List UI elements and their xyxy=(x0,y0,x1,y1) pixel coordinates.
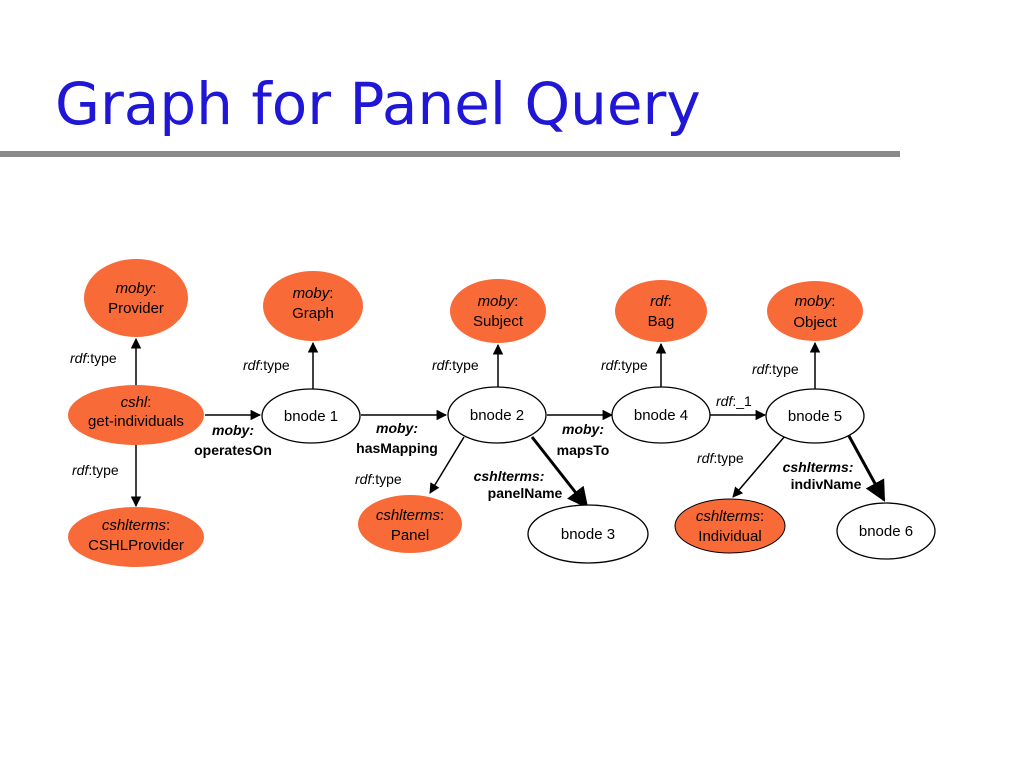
node-bnode-1: bnode 1 xyxy=(261,388,361,444)
node-label: Graph xyxy=(292,305,334,322)
node-rdf-bag: rdf: Bag xyxy=(615,280,707,342)
node-label: Subject xyxy=(473,313,524,330)
node-label: bnode 6 xyxy=(859,523,913,540)
node-label: Individual xyxy=(698,528,761,545)
node-label: bnode 4 xyxy=(634,407,688,424)
label-panelname-prefix: cshlterms: xyxy=(474,468,545,484)
node-label: bnode 2 xyxy=(470,407,524,424)
label-operateson-name: operatesOn xyxy=(194,442,272,458)
node-moby-subject: moby: Subject xyxy=(450,279,546,343)
node-prefix: cshl xyxy=(121,394,148,411)
node-label: bnode 3 xyxy=(561,526,615,543)
svg-text:moby:: moby: xyxy=(293,285,334,302)
node-bnode-4: bnode 4 xyxy=(611,386,711,444)
label-rdf-type-subject: rdf:type xyxy=(432,357,479,373)
label-hasmapping-prefix: moby: xyxy=(376,420,418,436)
edges xyxy=(130,337,886,509)
label-rdf-type-bag: rdf:type xyxy=(601,357,648,373)
edge-bnode2-panel xyxy=(429,436,465,494)
label-panelname-name: panelName xyxy=(488,485,563,501)
node-prefix: rdf xyxy=(650,293,669,310)
node-label: get-individuals xyxy=(88,413,184,430)
node-moby-object: moby: Object xyxy=(767,281,863,341)
node-prefix: cshlterms xyxy=(696,508,761,525)
label-indivname-prefix: cshlterms: xyxy=(783,459,854,475)
edge-bnode2-bnode3 xyxy=(530,436,589,509)
node-bnode-5: bnode 5 xyxy=(765,388,865,444)
node-label: Bag xyxy=(648,313,675,330)
svg-text:moby:: moby: xyxy=(478,293,519,310)
label-mapsto-prefix: moby: xyxy=(562,421,604,437)
label-rdf-type-object: rdf:type xyxy=(752,361,799,377)
svg-text:moby:: moby: xyxy=(795,293,836,310)
label-indivname-name: indivName xyxy=(791,476,862,492)
node-prefix: cshlterms xyxy=(376,507,441,524)
node-cshlterms-cshlprovider: cshlterms: CSHLProvider xyxy=(68,507,204,567)
node-bnode-6: bnode 6 xyxy=(836,502,936,560)
label-hasmapping-name: hasMapping xyxy=(356,440,438,456)
node-cshlterms-individual: cshlterms: Individual xyxy=(674,498,786,554)
label-rdf-type-panel: rdf:type xyxy=(355,471,402,487)
label-rdf-type-provider: rdf:type xyxy=(70,350,117,366)
label-mapsto-name: mapsTo xyxy=(557,442,610,458)
page-title: Graph for Panel Query xyxy=(55,70,701,138)
node-cshl-get-individuals: cshl: get-individuals xyxy=(68,385,204,445)
svg-text:rdf:: rdf: xyxy=(650,293,672,310)
node-moby-graph: moby: Graph xyxy=(263,271,363,341)
node-prefix: cshlterms xyxy=(102,517,167,534)
node-bnode-2: bnode 2 xyxy=(447,386,547,444)
svg-text:cshlterms:: cshlterms: xyxy=(696,508,764,525)
label-rdf-1: rdf:_1 xyxy=(716,393,752,409)
node-prefix: moby xyxy=(293,285,331,302)
node-label: bnode 5 xyxy=(788,408,842,425)
node-bnode-3: bnode 3 xyxy=(527,504,649,564)
node-label: Panel xyxy=(391,527,429,544)
node-prefix: moby xyxy=(795,293,833,310)
node-prefix: moby xyxy=(478,293,516,310)
node-label: bnode 1 xyxy=(284,408,338,425)
node-moby-provider: moby: Provider xyxy=(84,259,188,337)
label-rdf-type-individual: rdf:type xyxy=(697,450,744,466)
node-label: Provider xyxy=(108,300,164,317)
svg-text:moby:: moby: xyxy=(116,280,157,297)
node-label: CSHLProvider xyxy=(88,537,184,554)
edge-bnode5-bnode6 xyxy=(847,435,886,502)
svg-text:cshlterms:: cshlterms: xyxy=(102,517,170,534)
label-rdf-type-graph: rdf:type xyxy=(243,357,290,373)
svg-text:cshl:: cshl: xyxy=(121,394,152,411)
label-operateson-prefix: moby: xyxy=(212,422,254,438)
label-rdf-type-cshlprovider: rdf:type xyxy=(72,462,119,478)
svg-text:cshlterms:: cshlterms: xyxy=(376,507,444,524)
node-label: Object xyxy=(793,314,837,331)
node-prefix: moby xyxy=(116,280,154,297)
edge-bnode5-individual xyxy=(732,435,786,498)
edge-labels: rdf:type rdf:type rdf:type rdf:type rdf:… xyxy=(70,350,862,501)
node-cshlterms-panel: cshlterms: Panel xyxy=(358,495,462,553)
title-underline xyxy=(0,151,900,157)
